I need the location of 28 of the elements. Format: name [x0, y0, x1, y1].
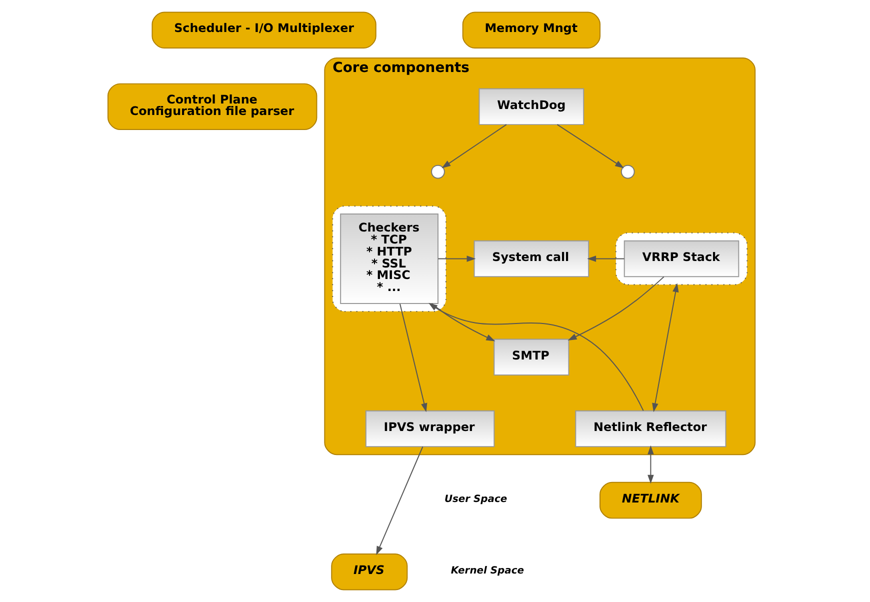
- arrow: [428, 302, 644, 412]
- node-box: Netlink Reflector: [574, 410, 726, 448]
- node-box: SMTP: [493, 338, 569, 376]
- arrow: [586, 256, 624, 262]
- node-box: Memory Mngt: [462, 12, 600, 49]
- node-box: WatchDog: [478, 88, 584, 126]
- arrow: [437, 256, 476, 262]
- label: User Space: [444, 494, 507, 505]
- node-box: Checkers * TCP * HTTP * SSL * MISC * ...: [340, 214, 438, 304]
- node-box: NETLINK: [599, 482, 702, 519]
- node-circle: [620, 164, 634, 179]
- arrow: [567, 276, 664, 340]
- arrow: [398, 303, 427, 412]
- arrow: [647, 445, 654, 484]
- arrow: [652, 283, 678, 412]
- node-box: Control Plane Configuration file parser: [106, 83, 317, 130]
- label: Kernel Space: [450, 565, 524, 576]
- node-box: System call: [473, 240, 589, 278]
- arrow: [556, 124, 624, 168]
- arrow: [376, 446, 423, 556]
- cluster: [614, 232, 748, 286]
- node-box: IPVS: [330, 553, 408, 590]
- node-box: Scheduler - I/O Multiplexer: [151, 12, 376, 49]
- node-box: VRRP Stack: [623, 240, 739, 278]
- arrow: [441, 124, 506, 168]
- node-circle: [430, 164, 444, 179]
- arrow: [430, 303, 495, 342]
- node-box: IPVS wrapper: [364, 410, 494, 448]
